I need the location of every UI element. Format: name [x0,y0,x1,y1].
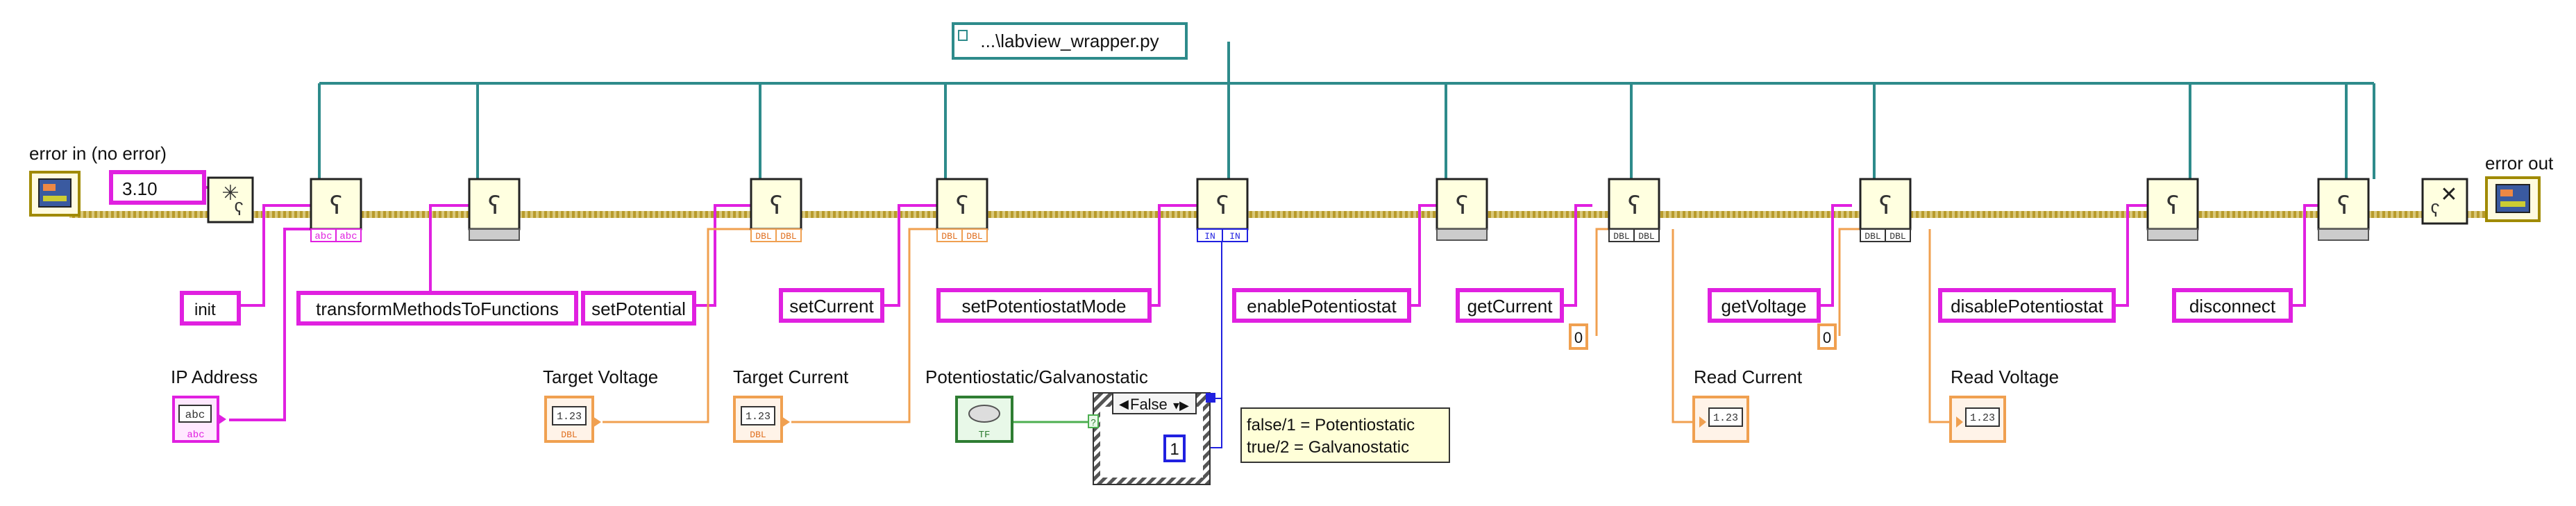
type-tag: DBL [755,231,771,242]
type-tag: abc [314,231,332,242]
read-voltage-label: Read Voltage [1951,366,2059,387]
method-const-disconnect-text: disconnect [2189,296,2276,317]
python-node-transform[interactable] [468,178,521,241]
method-const-get-voltage[interactable]: getVoltage [1708,288,1821,323]
target-voltage-control[interactable]: Target Voltage 1.23 DBL [543,366,658,443]
method-const-disable[interactable]: disablePotentiostat [1938,288,2116,323]
method-const-set-potential[interactable]: setPotential [581,291,696,326]
method-const-init[interactable]: init [180,291,241,326]
python-node-disconnect[interactable] [2317,178,2370,241]
error-out-indicator: error out [2485,153,2554,222]
method-const-set-mode-text: setPotentiostatMode [961,296,1126,317]
ip-address-label: IP Address [171,366,258,387]
target-current-control[interactable]: Target Current 1.23 DBL [733,366,849,443]
python-node-set-potential[interactable]: DBL DBL [750,178,802,242]
python-node-set-mode[interactable]: IN IN [1196,178,1249,242]
method-const-set-current[interactable]: setCurrent [779,288,884,323]
method-const-enable[interactable]: enablePotentiostat [1232,288,1411,323]
zero-const-current[interactable]: 0 [1569,323,1588,350]
read-voltage-indicator: Read Voltage 1.23 [1949,366,2059,443]
zero-const-voltage[interactable]: 0 [1817,323,1837,350]
method-const-get-voltage-text: getVoltage [1721,296,1807,317]
script-path-constant: ...\labview_wrapper.py [952,22,1188,60]
error-in-label: error in (no error) [29,143,167,164]
target-current-label: Target Current [733,366,849,387]
svg-text:✳: ✳ [221,182,239,205]
type-tag: DBL [1638,231,1654,242]
type-tag: DBL [1889,231,1905,242]
comment-line-2: true/2 = Galvanostatic [1247,438,1409,457]
svg-text:▾▶: ▾▶ [1173,398,1189,412]
comment-line-1: false/1 = Potentiostatic [1247,416,1415,435]
type-tag: IN [1229,231,1240,242]
tv-dbl-tag: DBL [561,430,577,440]
close-python-session-node[interactable]: ✕ ʕ [2421,178,2468,225]
method-const-get-current[interactable]: getCurrent [1456,288,1564,323]
case-structure[interactable]: ◀ False ▾▶ ? 1 [1088,392,1215,485]
mode-label: Potentiostatic/Galvanostatic [925,366,1148,387]
tc-dbl-tag: DBL [750,430,766,440]
python-node-disable[interactable] [2146,178,2199,241]
method-const-set-mode[interactable]: setPotentiostatMode [936,288,1152,323]
method-const-transform-text: transformMethodsToFunctions [316,298,559,319]
case-int-constant: 1 [1170,440,1179,459]
open-python-session-node[interactable]: ✳ ʕ [207,176,254,224]
ip-type-tag-bottom: abc [187,430,204,441]
method-const-disable-text: disablePotentiostat [1951,296,2103,317]
version-constant[interactable]: 3.10 [109,170,206,205]
zero-const-current-text: 0 [1574,329,1583,346]
python-node-enable[interactable] [1436,178,1488,241]
read-current-indicator: Read Current 1.23 [1692,366,1803,443]
method-const-init-text: init [194,301,216,319]
version-constant-text: 3.10 [122,178,158,199]
method-const-enable-text: enablePotentiostat [1247,296,1397,317]
zero-const-voltage-text: 0 [1823,329,1831,346]
rv-type-tag: 1.23 [1970,412,1995,424]
python-node-get-current[interactable]: DBL DBL [1608,178,1660,242]
svg-text:✕: ✕ [2440,183,2457,206]
method-const-transform[interactable]: transformMethodsToFunctions [296,291,578,326]
error-out-label: error out [2485,153,2554,174]
type-tag: IN [1204,231,1215,242]
tv-type-tag: 1.23 [557,411,582,423]
type-tag: DBL [780,231,796,242]
tc-type-tag: 1.23 [746,411,771,423]
error-in-control[interactable]: error in (no error) [29,143,167,217]
rc-type-tag: 1.23 [1713,412,1738,424]
case-selector-terminal: ? [1091,417,1095,428]
ip-address-control[interactable]: IP Address abc abc [171,366,258,443]
python-node-init[interactable]: abc abc [310,178,362,242]
type-tag: abc [339,231,357,242]
type-tag: DBL [1613,231,1629,242]
svg-text:ʕ: ʕ [2431,200,2440,221]
type-tag: DBL [941,231,957,242]
dbl-wires [603,228,1951,423]
type-tag: DBL [966,231,982,242]
mode-boolean-control[interactable]: Potentiostatic/Galvanostatic TF [925,366,1148,443]
session-wire [318,42,2375,179]
python-node-get-voltage[interactable]: DBL DBL [1859,178,1912,242]
python-node-set-current[interactable]: DBL DBL [936,178,988,242]
mode-bool-tag: TF [979,430,991,441]
svg-text:ʕ: ʕ [235,199,244,219]
error-wire [69,211,2499,218]
string-wires [229,204,2318,421]
method-const-get-current-text: getCurrent [1467,296,1554,317]
mode-comment: false/1 = Potentiostatic true/2 = Galvan… [1240,407,1450,463]
script-path-text: ...\labview_wrapper.py [980,31,1159,51]
method-const-disconnect[interactable]: disconnect [2172,288,2293,323]
method-const-set-potential-text: setPotential [591,298,686,319]
svg-text:◀: ◀ [1119,397,1129,411]
method-const-set-current-text: setCurrent [789,296,874,317]
type-tag: DBL [1864,231,1880,242]
ip-type-tag: abc [185,409,205,421]
read-current-label: Read Current [1694,366,1803,387]
case-selector-value: False [1130,396,1168,413]
target-voltage-label: Target Voltage [543,366,658,387]
